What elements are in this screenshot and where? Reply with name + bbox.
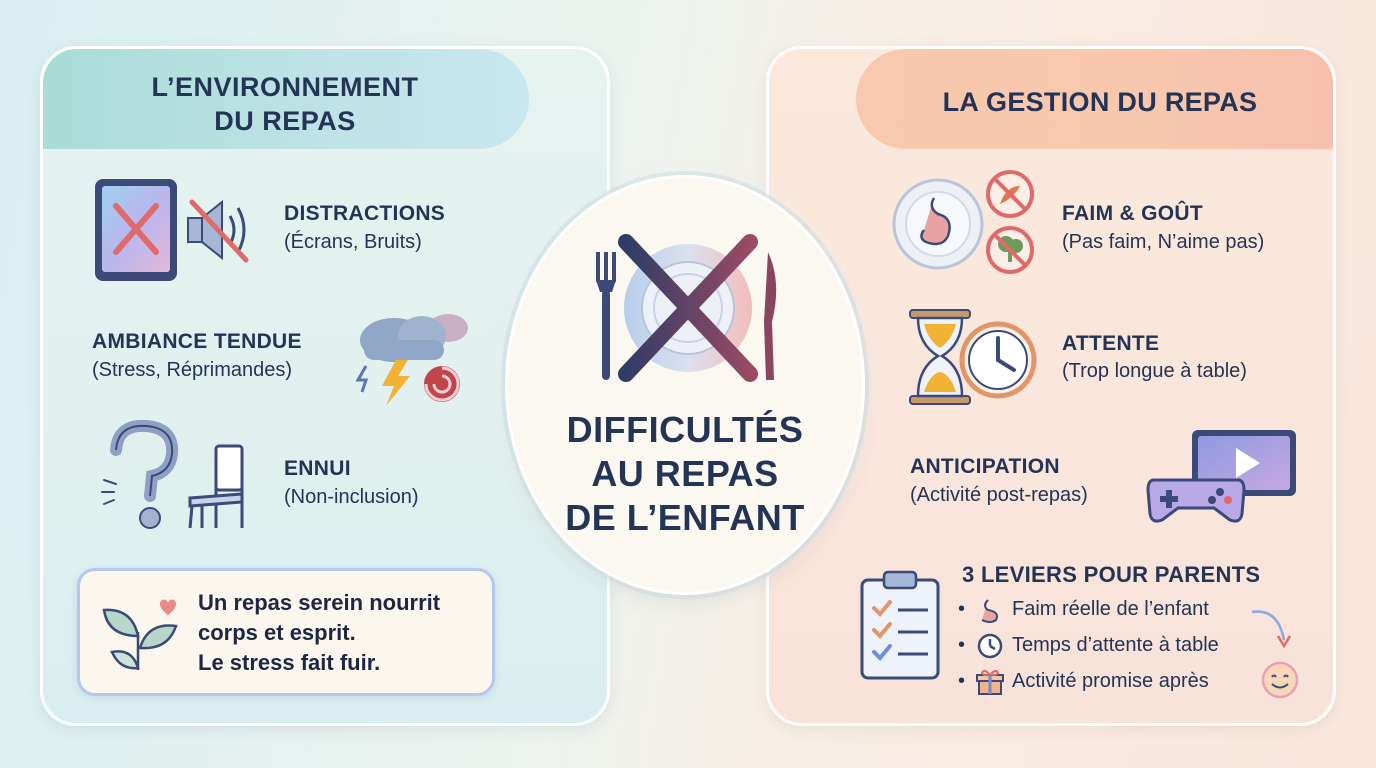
left-panel-title: L’ENVIRONNEMENT DU REPAS [90, 70, 480, 138]
center-title: DIFFICULTÉS AU REPAS DE L’ENFANT [535, 408, 835, 540]
lever-text-1: Faim réelle de l’enfant [1012, 598, 1209, 620]
center-title-line3: DE L’ENFANT [565, 497, 805, 538]
gift-icon [976, 669, 1004, 695]
lever-text-3: Activité promise après [1012, 670, 1209, 692]
lever-text-2: Temps d’attente à table [1012, 634, 1219, 656]
curved-arrow-icon [1251, 610, 1292, 649]
smiley-icon [1261, 661, 1299, 699]
attente-subtitle: (Trop longue à table) [1062, 360, 1247, 382]
levers-title: 3 LEVIERS POUR PARENTS [962, 562, 1261, 587]
lever-bullet: • [958, 670, 966, 692]
tablet-crossed-icon [95, 179, 249, 281]
hourglass-clock-icon [909, 309, 1037, 405]
anticipation-subtitle: (Activité post-repas) [910, 484, 1088, 506]
crossed-plate-icon [596, 234, 777, 382]
attente-title: ATTENTE [1062, 332, 1160, 355]
leaf-heart-icon [102, 599, 178, 671]
gamepad-tv-icon [1146, 430, 1296, 523]
center-title-line2: AU REPAS [591, 453, 779, 494]
ambiance-tendue-title: AMBIANCE TENDUE [92, 330, 302, 353]
right-panel-title: LA GESTION DU REPAS [942, 87, 1258, 117]
ennui-subtitle: (Non-inclusion) [284, 486, 419, 508]
distractions-subtitle: (Écrans, Bruits) [284, 231, 422, 253]
left-title-line1: L’ENVIRONNEMENT [151, 72, 419, 102]
quote-line2: corps et esprit. [198, 620, 356, 645]
question-chair-icon [101, 420, 244, 529]
stomach-icon [981, 599, 998, 623]
anticipation-title: ANTICIPATION [910, 455, 1060, 478]
lever-bullet: • [958, 634, 966, 656]
clock-icon [977, 633, 1003, 659]
left-title-line2: DU REPAS [214, 106, 356, 136]
lever-bullet: • [958, 598, 966, 620]
clipboard-checklist-icon [860, 570, 940, 680]
quote-box [77, 568, 495, 696]
quote-line3: Le stress fait fuir. [198, 650, 381, 675]
faim-gout-title: FAIM & GOÛT [1062, 202, 1203, 225]
storm-cloud-icon [355, 314, 468, 406]
stomach-plate-icon [892, 170, 1034, 274]
faim-gout-subtitle: (Pas faim, N’aime pas) [1062, 231, 1265, 253]
ennui-title: ENNUI [284, 457, 351, 480]
quote-line1: Un repas serein nourrit [198, 590, 441, 615]
distractions-title: DISTRACTIONS [284, 202, 446, 225]
left-panel-header [43, 49, 529, 149]
center-title-line1: DIFFICULTÉS [566, 409, 804, 450]
ambiance-tendue-subtitle: (Stress, Réprimandes) [92, 359, 293, 381]
right-panel-header [856, 49, 1333, 149]
